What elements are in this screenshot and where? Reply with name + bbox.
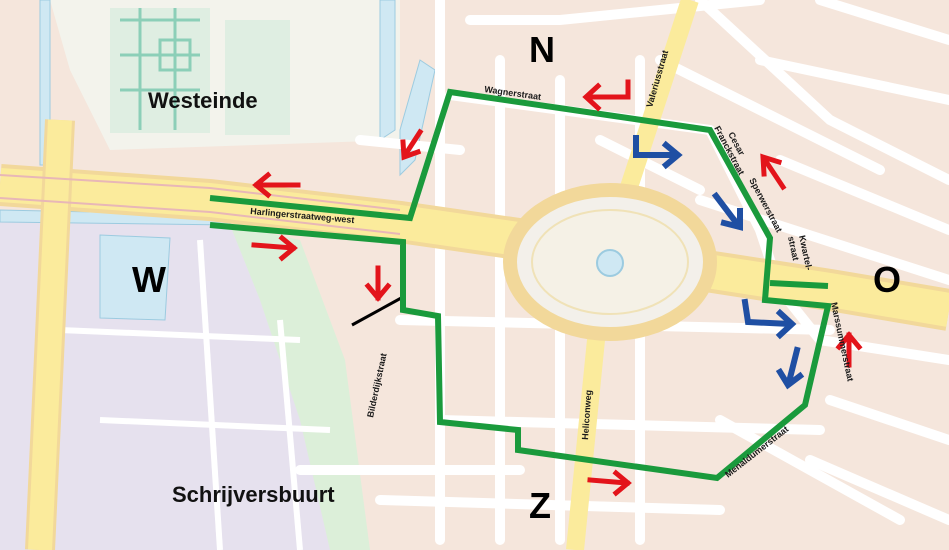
- park-building: [225, 20, 290, 135]
- red-arrow-marssummer: [835, 331, 863, 368]
- red-arrow-harlinger-west: [252, 171, 301, 199]
- blue-arrow-east: [741, 298, 797, 340]
- blue-arrow-valerius: [633, 135, 683, 170]
- garden-paths: [120, 8, 200, 130]
- compass-south: Z: [529, 485, 551, 526]
- red-arrow-north-wagnerstraat: [582, 79, 631, 112]
- compass-west: W: [132, 259, 166, 300]
- red-arrow-westeinde: [400, 128, 424, 161]
- blue-arrows: [633, 135, 805, 390]
- detour-route: [209, 88, 832, 482]
- compass-east: O: [873, 259, 901, 300]
- red-arrows: [251, 79, 863, 497]
- blue-arrow-sperwer: [711, 191, 743, 231]
- blue-arrow-marssummer: [775, 346, 805, 390]
- street-label-straat: straat: [786, 235, 801, 261]
- compass-north: N: [529, 29, 555, 70]
- red-arrow-cesar-franck: [760, 153, 787, 191]
- red-arrow-harlinger-east: [251, 234, 298, 262]
- district-label-westeinde: Westeinde: [148, 88, 258, 113]
- district-label-schrijversbuurt: Schrijversbuurt: [172, 482, 335, 507]
- industrial-roads: [59, 239, 331, 550]
- rail-lines: [0, 174, 401, 235]
- red-arrow-bilderdijk: [364, 265, 392, 302]
- roundabout-fountain: [596, 249, 624, 277]
- road-closure-line: [351, 295, 404, 327]
- street-label-heliconweg: Heliconweg: [580, 390, 593, 441]
- red-arrow-south: [587, 469, 632, 497]
